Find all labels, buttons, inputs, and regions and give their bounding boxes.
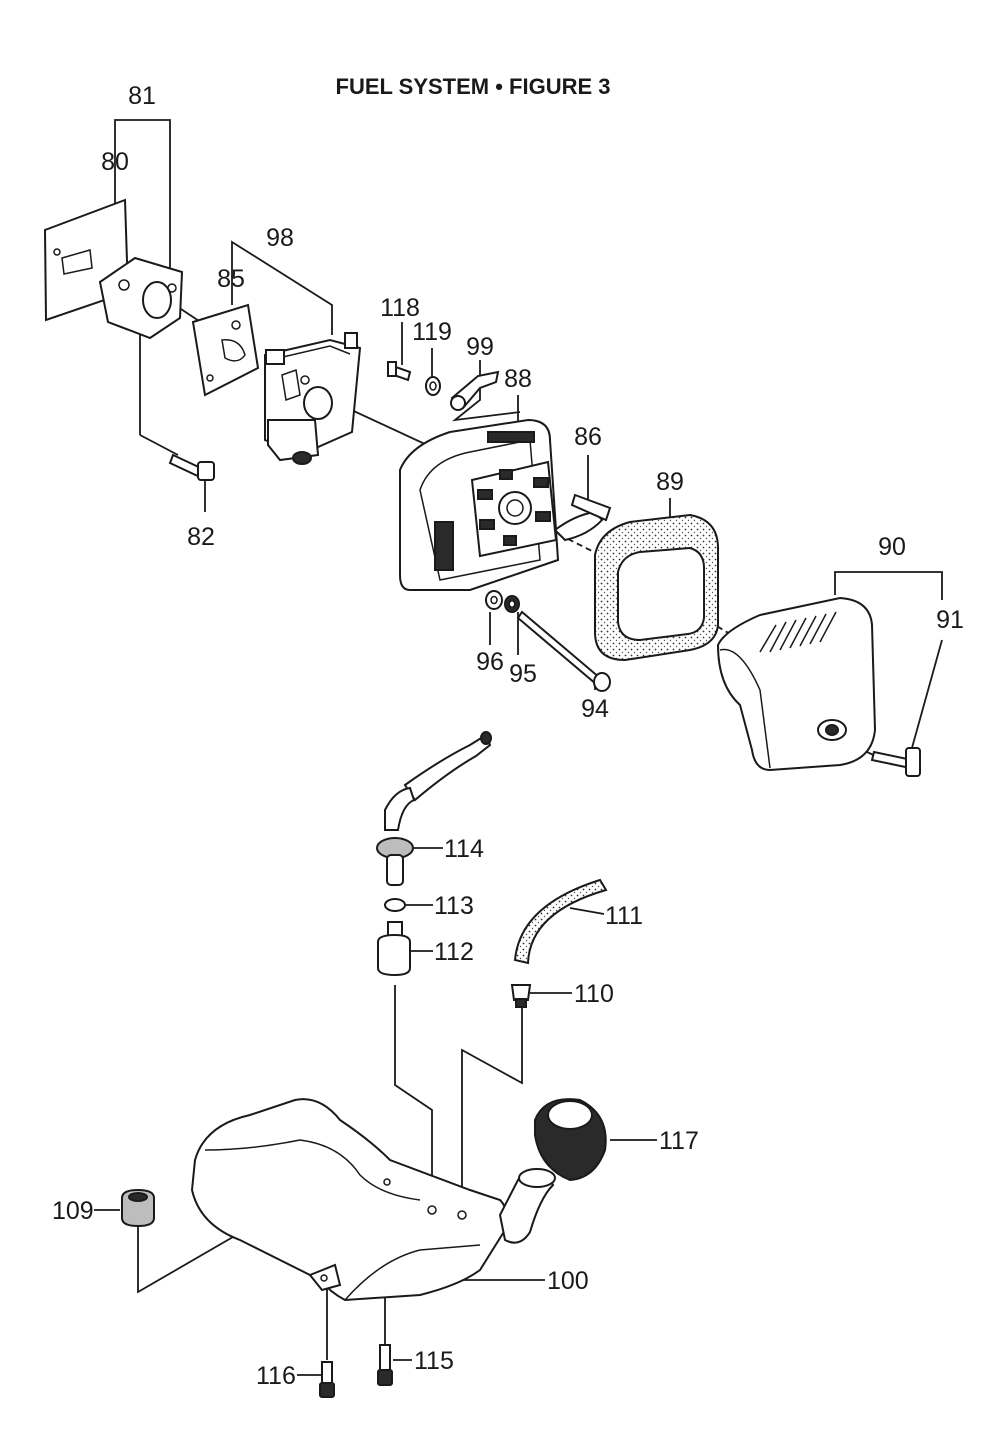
label-90: 90 [878, 533, 906, 561]
label-95: 95 [509, 660, 537, 688]
washer-119-shape [425, 376, 441, 396]
screw-116-shape [319, 1361, 335, 1398]
label-111: 111 [605, 902, 643, 930]
ring-113-shape [384, 898, 406, 912]
label-80: 80 [101, 148, 129, 176]
label-99: 99 [466, 333, 494, 361]
label-88: 88 [504, 365, 532, 393]
label-115: 115 [414, 1347, 454, 1375]
cover-vents [759, 611, 837, 653]
fuel-hose-shape [403, 731, 492, 802]
screw-115-shape [377, 1344, 393, 1386]
long-bolt-94-shape [516, 610, 611, 692]
lockwasher-95-shape [504, 595, 520, 613]
knob-bolt-91-shape [870, 747, 921, 777]
label-85: 85 [217, 265, 245, 293]
bolt-82-shape [168, 453, 215, 481]
filter-112-shape [377, 921, 411, 977]
screw-118-shape [386, 361, 412, 382]
air-box-88-shape [399, 418, 560, 591]
label-113: 113 [434, 892, 474, 920]
label-117: 117 [659, 1127, 699, 1155]
label-119: 119 [412, 318, 452, 346]
choke-lever-86-shape [553, 493, 612, 542]
label-81: 81 [128, 82, 156, 110]
washer-96-shape [485, 590, 503, 610]
label-98: 98 [266, 224, 294, 252]
page-title: FUEL SYSTEM • FIGURE 3 [336, 74, 611, 99]
foam-filter-89-shape [594, 513, 719, 662]
label-91: 91 [936, 606, 964, 634]
label-89: 89 [656, 468, 684, 496]
lever-99-shape [450, 370, 500, 411]
fuel-tank-100-shape [190, 1098, 556, 1302]
label-82: 82 [187, 523, 215, 551]
air-cover-90-shape [716, 596, 877, 772]
label-94: 94 [581, 695, 609, 723]
label-100: 100 [547, 1267, 589, 1295]
label-110: 110 [574, 980, 614, 1008]
fuel-filter-114-shape [376, 786, 416, 886]
label-118: 118 [380, 294, 420, 322]
label-112: 112 [434, 938, 474, 966]
vent-tube-111-shape [513, 878, 608, 965]
gasket-85-shape [191, 303, 260, 397]
fuel-cap-117-shape [534, 1098, 607, 1182]
label-96: 96 [476, 648, 504, 676]
label-86: 86 [574, 423, 602, 451]
callout-labels: 81 80 98 85 118 119 99 88 86 89 82 90 91… [52, 82, 964, 1390]
carburetor-98-shape [264, 332, 362, 465]
label-114: 114 [444, 835, 484, 863]
bushing-109-shape [121, 1188, 155, 1228]
label-109: 109 [52, 1197, 94, 1225]
label-116: 116 [256, 1362, 296, 1390]
insulator-81-shape [98, 256, 184, 340]
grommet-110-shape [510, 984, 532, 1008]
